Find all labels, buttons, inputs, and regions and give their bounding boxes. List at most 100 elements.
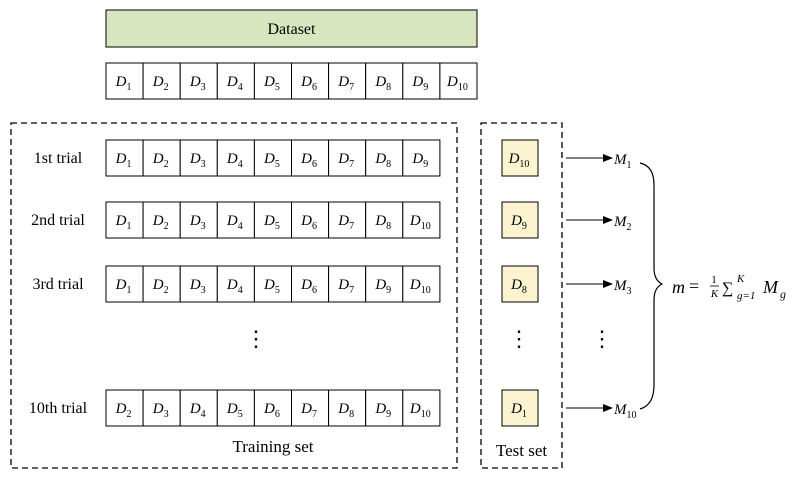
training-cell [328,389,367,427]
training-cell-label-base: D [300,151,312,167]
training-cell-label-sub: 4 [238,221,243,232]
training-cell-label-sub: 9 [423,159,428,170]
training-cell-label-base: D [189,401,201,417]
model-label-base: M [613,214,628,230]
dataset-cell-label-sub: 7 [349,82,354,93]
training-cell-label-base: D [226,151,238,167]
dataset-cell-label: D5 [263,74,280,93]
training-cell-label-base: D [226,277,238,293]
dataset-cell-label-sub: 2 [164,82,169,93]
dataset-cell-label: D10 [446,74,468,93]
model-label-sub: 1 [627,160,632,171]
model-label: M3 [613,278,632,297]
dataset-cell-label: D3 [189,74,206,93]
dataset-cell-label-sub: 3 [201,82,206,93]
dataset-cell-label-base: D [152,74,164,90]
test-set-frame [480,122,563,469]
training-cell-label: D7 [337,213,354,232]
training-cell-label-sub: 3 [201,285,206,296]
test-cell-label-sub: 8 [522,285,527,296]
dataset-cell-label-sub: 9 [423,82,428,93]
training-cell-label: D2 [152,277,169,296]
training-cell-label: D7 [337,277,354,296]
formula-term-sub: g [780,287,786,301]
training-cell-label: D2 [152,151,169,170]
training-cell [253,389,292,427]
test-cell-label: D1 [510,401,527,420]
training-cell-label: D4 [189,401,206,420]
training-cell-label: D3 [189,151,206,170]
training-cell [179,265,218,303]
training-cell-label-base: D [337,151,349,167]
training-cell-label: D5 [263,213,280,232]
dataset-cell-label-base: D [115,74,127,90]
training-cell-label-base: D [374,277,386,293]
dataset-cell-label-base: D [300,74,312,90]
dataset-header: Dataset [105,9,478,48]
training-cell-label: D3 [189,213,206,232]
training-cell [328,265,367,303]
training-cell [253,201,292,239]
training-cell-label-base: D [115,213,127,229]
training-cell-label-sub: 9 [386,409,391,420]
training-set-label: Training set [232,437,313,456]
training-cell-label-sub: 4 [238,285,243,296]
test-cell [501,201,539,239]
training-cell [142,265,181,303]
training-cell-label: D8 [337,401,354,420]
training-cell-label-base: D [189,277,201,293]
formula-lhs: m [672,277,685,297]
test-cell-label: D9 [510,213,527,232]
training-cell-label-sub: 2 [164,221,169,232]
training-cell-label-base: D [152,151,164,167]
training-cell-label-sub: 10 [421,409,431,420]
training-cell-label: D3 [189,277,206,296]
test-cell-label-base: D [510,277,522,293]
training-cell [402,139,441,177]
training-cell-label: D6 [263,401,280,420]
model-label: M2 [613,214,632,233]
training-cell [179,139,218,177]
average-formula: m = 1 K ∑ K g=1 M g [672,273,786,302]
dataset-cell-label-base: D [263,74,275,90]
dataset-header-box [105,9,478,48]
dataset-cell-label-sub: 5 [275,82,280,93]
training-cell [142,389,181,427]
dataset-cell [105,62,144,100]
training-cell-label: D5 [226,401,243,420]
training-cell-label: D6 [300,213,317,232]
trial-label: 3rd trial [32,276,84,293]
training-cell-label-base: D [300,401,312,417]
test-set-label: Test set [496,441,547,460]
training-cell-label-sub: 5 [238,409,243,420]
test-cell-label: D8 [510,277,527,296]
training-cell [328,201,367,239]
dataset-cell-label-sub: 6 [312,82,317,93]
dataset-cell [142,62,181,100]
model-label-sub: 2 [627,222,632,233]
dataset-cell-label-base: D [226,74,238,90]
dataset-cell-label: D2 [152,74,169,93]
training-cell-label-sub: 4 [201,409,206,420]
training-cell-label-sub: 2 [164,159,169,170]
training-cell-label-sub: 7 [349,159,354,170]
training-cell-label-base: D [263,277,275,293]
training-cell [402,265,441,303]
training-cell [105,265,144,303]
training-cell-label: D8 [374,213,391,232]
training-cell [328,139,367,177]
training-cell-label: D5 [263,277,280,296]
training-cell-label-base: D [337,277,349,293]
training-cell-label-sub: 5 [275,285,280,296]
training-cell-label: D8 [374,151,391,170]
training-cell [216,139,255,177]
formula-eq: = [689,276,699,296]
training-cell [402,389,441,427]
training-cell-label-sub: 2 [126,409,131,420]
model-label-sub: 10 [627,410,637,421]
training-cell-label-sub: 9 [386,285,391,296]
ellipsis-test: ⋮ [508,326,530,351]
ellipsis-models: ⋮ [591,326,613,351]
